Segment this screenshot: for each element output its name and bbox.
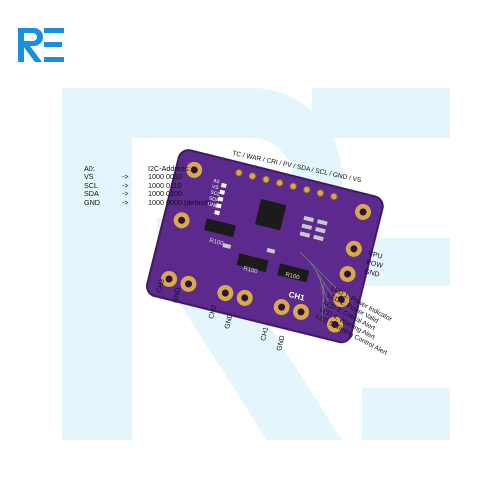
pcb-board [145, 149, 384, 344]
mounting-holes [173, 161, 372, 229]
shunt-resistor-1 [203, 218, 236, 238]
led-leader-lines [299, 251, 339, 323]
address-pads [214, 182, 227, 216]
smd-components [222, 215, 328, 254]
bottom-channel-pads [161, 271, 310, 320]
top-header-pins [235, 169, 338, 201]
brand-logo [18, 28, 64, 62]
i2c-address-table: A0:I2C-Address: VS->1000 0010 SCL->1000 … [84, 164, 211, 207]
right-terminal-pads [326, 240, 362, 333]
shunt-resistor-3 [277, 263, 310, 283]
shunt-resistor-2 [236, 253, 269, 273]
sensor-chip [254, 198, 287, 231]
